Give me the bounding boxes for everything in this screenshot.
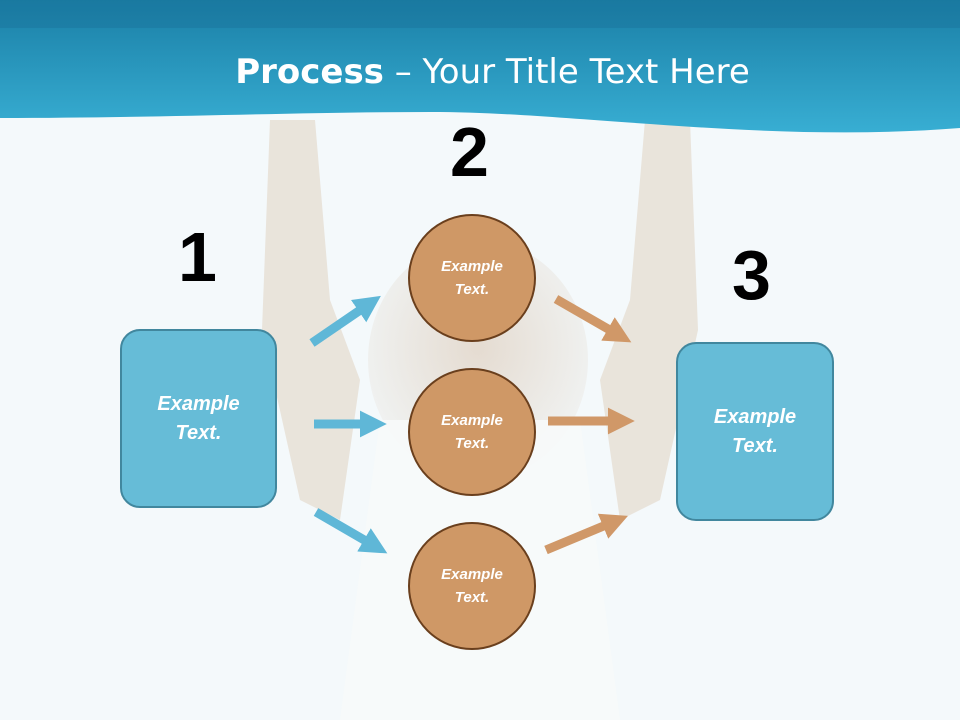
- step-1-box[interactable]: Example Text.: [120, 329, 277, 508]
- step-2-number: 2: [450, 113, 489, 191]
- step-2-circle-top[interactable]: Example Text.: [408, 214, 536, 342]
- slide-title: Process – Your Title Text Here: [0, 52, 960, 92]
- arrow-2-bottom-to-3: [544, 513, 628, 555]
- step-1-text: Example Text.: [157, 392, 240, 444]
- step-2-circle-bottom[interactable]: Example Text.: [408, 522, 536, 650]
- step-2-circle-bottom-text: Example Text.: [441, 566, 503, 606]
- step-2-circle-middle[interactable]: Example Text.: [408, 368, 536, 496]
- step-1-number: 1: [178, 218, 217, 296]
- step-2-circle-middle-text: Example Text.: [441, 412, 503, 452]
- arrow-2-top-to-3: [553, 295, 632, 343]
- step-3-number: 3: [732, 236, 771, 314]
- step-3-box[interactable]: Example Text.: [676, 342, 834, 521]
- title-rest: – Your Title Text Here: [383, 52, 750, 92]
- arrow-1-to-2-top: [309, 295, 381, 347]
- arrow-1-to-2-bottom: [313, 508, 388, 554]
- title-bold: Process: [235, 52, 384, 92]
- step-3-text: Example Text.: [713, 405, 797, 457]
- step-2-circle-top-text: Example Text.: [441, 258, 503, 298]
